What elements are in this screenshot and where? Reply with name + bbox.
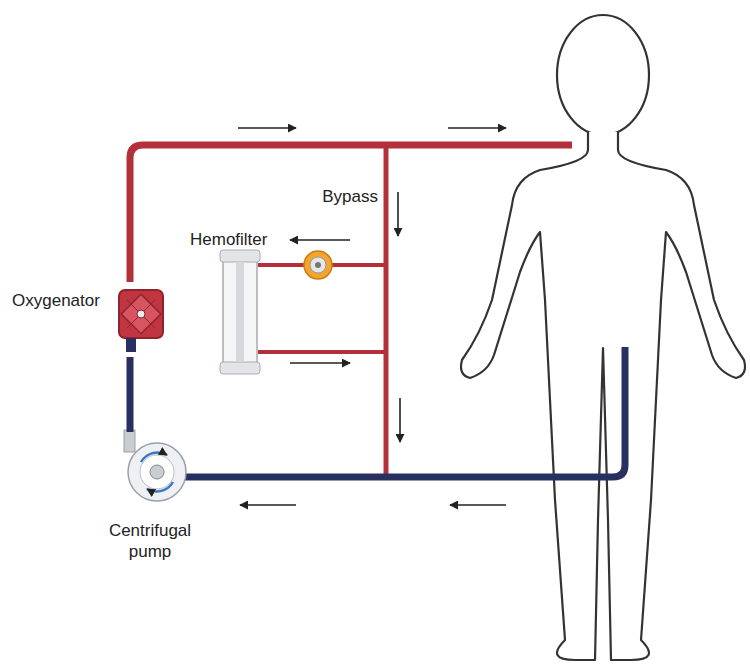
- head-outline: [557, 15, 649, 135]
- bypass-label: Bypass: [322, 187, 378, 207]
- centrifugal-pump-icon: [124, 430, 186, 501]
- venous-tube: [170, 347, 625, 477]
- component-label: Centrifugal pump: [100, 520, 200, 563]
- hemofilter-node: Hemofilter: [186, 226, 286, 374]
- bypass-line: [384, 145, 389, 474]
- component-label: Oxygenator: [12, 290, 100, 311]
- hemofilter-icon: [220, 250, 260, 374]
- flow-arrows: [238, 128, 506, 505]
- circuit-tube: [127, 357, 134, 432]
- component-label: Hemofilter: [190, 229, 267, 250]
- hemofilter-outlet-line: [258, 350, 386, 354]
- pump-node: Centrifugal pump: [100, 432, 202, 570]
- oxygenator-node: Oxygenator: [10, 268, 170, 357]
- body-outline: [461, 132, 745, 660]
- arterial-tube: [130, 145, 572, 282]
- oxygenator-icon: [119, 290, 163, 352]
- roller-pump-icon: [304, 251, 332, 279]
